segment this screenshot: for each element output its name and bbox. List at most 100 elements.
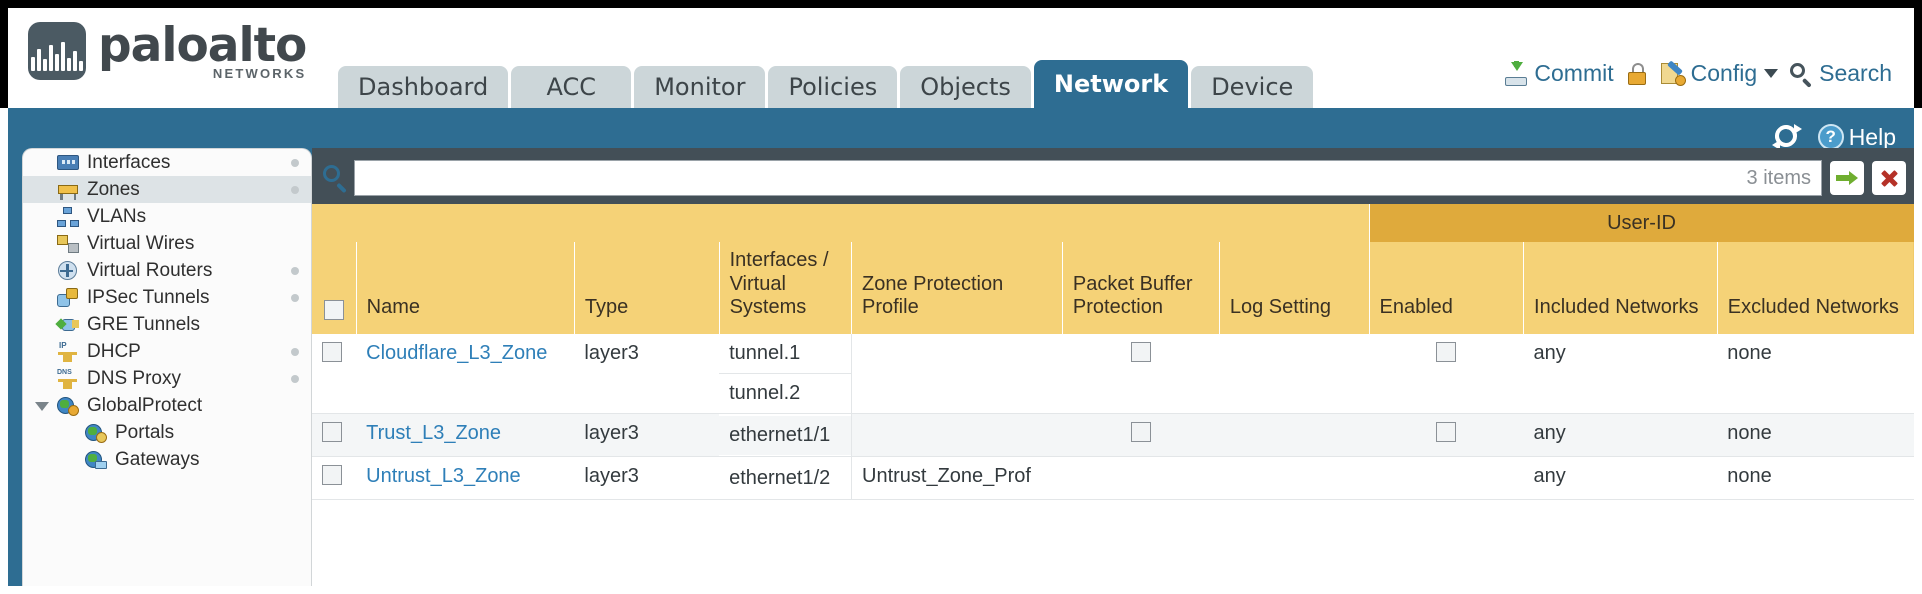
tab-policies[interactable]: Policies	[768, 66, 898, 108]
vlans-icon	[57, 206, 79, 227]
row-checkbox[interactable]	[322, 342, 342, 362]
column-header-userid-enabled[interactable]: Enabled	[1369, 242, 1525, 334]
search-label: Search	[1819, 60, 1892, 86]
sidebar-item-label: Portals	[115, 421, 175, 443]
sidebar-item-label: IPSec Tunnels	[87, 286, 210, 308]
packet-buffer-checkbox[interactable]	[1130, 422, 1151, 442]
apply-filter-button[interactable]	[1830, 161, 1864, 195]
commit-disk-icon	[1503, 60, 1529, 87]
status-dot	[291, 158, 299, 167]
packet-buffer-checkbox[interactable]	[1130, 342, 1151, 362]
search-icon[interactable]	[320, 163, 350, 194]
userid-enabled-checkbox[interactable]	[1436, 342, 1457, 362]
row-userid-enabled-cell	[1369, 456, 1524, 500]
zone-name-link[interactable]: Trust_L3_Zone	[366, 422, 502, 444]
row-excluded-networks-cell: none	[1717, 456, 1914, 500]
red-x-icon	[1879, 168, 1899, 188]
sidebar-item-zones[interactable]: Zones	[23, 176, 311, 203]
virtual-routers-icon	[57, 260, 79, 281]
select-all-checkbox[interactable]	[323, 300, 344, 320]
sidebar-item-label: VLANs	[87, 205, 147, 227]
table-row[interactable]: Cloudflare_L3_Zone layer3 tunnel.1 tunne…	[312, 334, 1914, 414]
search-button[interactable]: Search	[1788, 60, 1892, 88]
table-group-header-row: User-ID	[312, 204, 1914, 242]
row-included-networks-cell: any	[1523, 456, 1718, 500]
status-dot	[291, 374, 299, 383]
status-dot	[291, 185, 299, 194]
row-excluded-networks-cell: none	[1717, 413, 1914, 457]
column-header-zone-protection-profile[interactable]: Zone Protection Profile	[851, 242, 1063, 334]
help-button[interactable]: ? Help	[1817, 123, 1896, 151]
row-userid-enabled-cell	[1369, 334, 1524, 414]
sidebar-item-ipsec-tunnels[interactable]: IPSec Tunnels	[23, 284, 311, 311]
row-select-cell	[312, 334, 357, 414]
main-nav-tabs: Dashboard ACC Monitor Policies Objects N…	[338, 60, 1314, 108]
sidebar-item-virtual-routers[interactable]: Virtual Routers	[23, 257, 311, 284]
sidebar-item-virtual-wires[interactable]: Virtual Wires	[23, 230, 311, 257]
expand-triangle-icon[interactable]	[35, 401, 49, 411]
tab-objects[interactable]: Objects	[900, 66, 1031, 108]
clear-filter-button[interactable]	[1872, 161, 1906, 195]
band-actions: ? Help	[1770, 120, 1896, 152]
dhcp-icon: IP	[57, 341, 79, 362]
table-row[interactable]: Trust_L3_Zone layer3 ethernet1/1 any	[312, 413, 1914, 457]
config-label: Config	[1690, 60, 1758, 86]
column-header-name[interactable]: Name	[356, 242, 575, 334]
row-type-cell: layer3	[574, 413, 720, 457]
column-header-interfaces[interactable]: Interfaces / Virtual Systems	[719, 242, 853, 334]
table-row[interactable]: Untrust_L3_Zone layer3 ethernet1/2 Untru…	[312, 456, 1914, 500]
zones-table: User-ID Name Type Interfaces / Virtual S…	[312, 204, 1914, 500]
sidebar-item-gateways[interactable]: Gateways	[23, 446, 311, 473]
row-excluded-networks-cell: none	[1717, 334, 1914, 414]
userid-enabled-checkbox[interactable]	[1436, 422, 1457, 442]
zones-barrier-icon	[57, 180, 79, 200]
row-packet-buffer-cell	[1062, 456, 1220, 500]
search-input[interactable]: 3 items	[354, 160, 1822, 196]
column-header-type[interactable]: Type	[574, 242, 720, 334]
sidebar-item-dhcp[interactable]: IP DHCP	[23, 338, 311, 365]
refresh-icon[interactable]	[1770, 120, 1802, 152]
zone-name-link[interactable]: Untrust_L3_Zone	[366, 465, 521, 487]
help-label: Help	[1848, 123, 1896, 150]
sidebar-item-gre-tunnels[interactable]: GRE Tunnels	[23, 311, 311, 338]
sidebar-item-portals[interactable]: Portals	[23, 419, 311, 446]
globalprotect-icon	[57, 396, 79, 416]
sidebar-item-dns-proxy[interactable]: DNS DNS Proxy	[23, 365, 311, 392]
sidebar-item-interfaces[interactable]: Interfaces	[23, 149, 311, 176]
row-zone-protection-cell	[851, 413, 1063, 457]
tab-acc[interactable]: ACC	[511, 66, 632, 108]
column-header-log-setting[interactable]: Log Setting	[1219, 242, 1370, 334]
zones-content-panel: 3 items User-ID	[312, 148, 1914, 586]
row-zone-protection-cell: Untrust_Zone_Prof	[851, 456, 1063, 500]
column-header-excluded-networks[interactable]: Excluded Networks	[1717, 242, 1914, 334]
sidebar-item-label: Interfaces	[87, 151, 171, 173]
sidebar-item-globalprotect[interactable]: GlobalProtect	[23, 392, 311, 419]
sidebar-item-vlans[interactable]: VLANs	[23, 203, 311, 230]
commit-button[interactable]: Commit	[1503, 60, 1614, 87]
select-all-header	[312, 242, 357, 334]
tab-network[interactable]: Network	[1033, 60, 1189, 108]
sidebar-item-label: Gateways	[115, 448, 200, 470]
dns-proxy-icon: DNS	[57, 369, 79, 389]
column-header-included-networks[interactable]: Included Networks	[1523, 242, 1718, 334]
paloalto-logo-mark-icon	[28, 22, 86, 80]
column-header-packet-buffer-protection[interactable]: Packet Buffer Protection	[1062, 242, 1220, 334]
network-sidebar: Interfaces Zones VLANs Virtual Wires	[22, 148, 312, 586]
virtual-wires-icon	[57, 234, 79, 254]
group-header-userid: User-ID	[1369, 204, 1914, 242]
tab-device[interactable]: Device	[1191, 66, 1314, 108]
row-interfaces-cell: tunnel.1 tunnel.2	[719, 334, 853, 414]
row-select-cell	[312, 413, 357, 457]
row-name-cell: Untrust_L3_Zone	[356, 456, 575, 500]
config-wrench-icon	[1660, 59, 1686, 87]
row-checkbox[interactable]	[322, 422, 342, 442]
padlock-icon[interactable]	[1624, 61, 1650, 87]
tab-monitor[interactable]: Monitor	[634, 66, 766, 108]
sidebar-item-label: Zones	[87, 178, 140, 200]
tab-dashboard[interactable]: Dashboard	[338, 66, 509, 108]
zone-name-link[interactable]: Cloudflare_L3_Zone	[366, 342, 548, 364]
search-icon	[1788, 61, 1814, 88]
row-packet-buffer-cell	[1062, 413, 1220, 457]
config-menu[interactable]: Config	[1660, 59, 1779, 87]
row-checkbox[interactable]	[322, 465, 342, 485]
